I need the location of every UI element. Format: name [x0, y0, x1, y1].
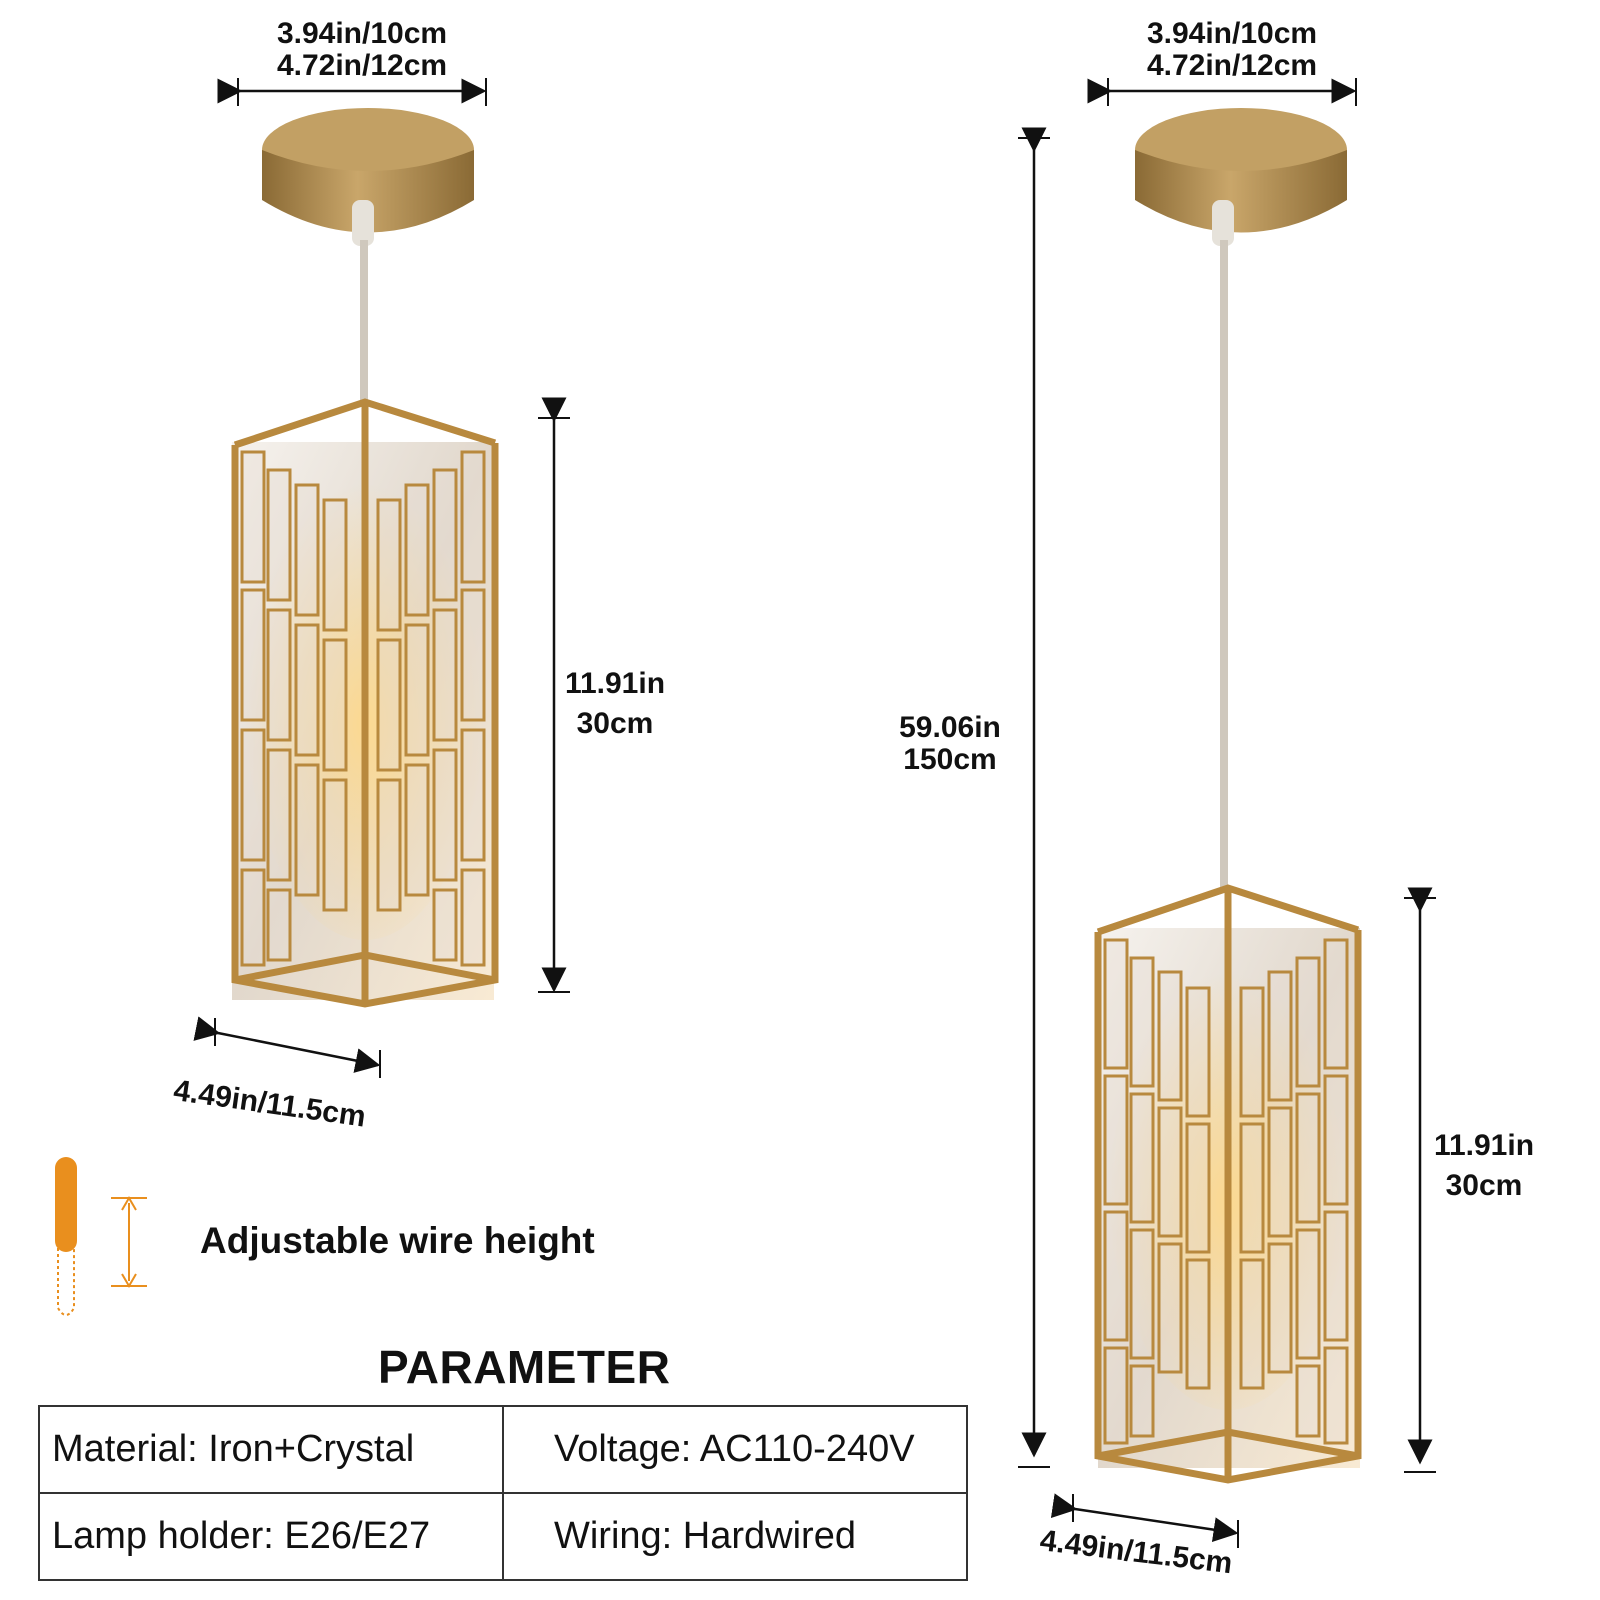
left-canopy-body — [262, 150, 474, 233]
left-top-width-label: 3.94in/10cm 4.72in/12cm — [262, 18, 462, 82]
table-row: Material: Iron+Crystal Voltage: AC110-24… — [38, 1405, 968, 1494]
left-lamp — [193, 78, 570, 1078]
param-material: Material: Iron+Crystal — [38, 1405, 504, 1494]
left-base-width-line — [193, 1016, 381, 1073]
right-crystal-shade — [1094, 884, 1362, 1484]
left-top-width-label-2: 4.72in/12cm — [276, 49, 448, 82]
right-base-width-line — [1050, 1493, 1239, 1543]
right-height-label: 11.91in 30cm — [1424, 1130, 1544, 1202]
param-wiring: Wiring: Hardwired — [502, 1492, 968, 1581]
right-top-width-label: 3.94in/10cm 4.72in/12cm — [1132, 18, 1332, 82]
adjustable-wire-label: Adjustable wire height — [200, 1220, 595, 1261]
param-lamp-holder: Lamp holder: E26/E27 — [38, 1492, 504, 1581]
right-height-label-1: 11.91in — [1433, 1129, 1535, 1162]
left-height-label-2: 30cm — [576, 707, 654, 740]
left-top-width-label-1: 3.94in/10cm — [276, 17, 448, 50]
right-total-height-label-1: 59.06in — [899, 711, 1001, 744]
right-cord-grip — [1212, 200, 1234, 246]
param-voltage: Voltage: AC110-240V — [502, 1405, 968, 1494]
left-cord-grip — [352, 200, 374, 246]
table-row: Lamp holder: E26/E27 Wiring: Hardwired — [38, 1492, 968, 1581]
left-crystal-shade — [231, 398, 499, 1008]
left-height-label-1: 11.91in — [564, 667, 666, 700]
right-canopy-body — [1135, 150, 1347, 233]
right-top-width-label-2: 4.72in/12cm — [1146, 49, 1318, 82]
right-top-width-label-1: 3.94in/10cm — [1146, 17, 1318, 50]
right-height-label-2: 30cm — [1445, 1169, 1523, 1202]
right-total-height-label: 59.06in 150cm — [890, 712, 1010, 776]
adjustable-wire-icon — [55, 1157, 147, 1316]
left-height-label: 11.91in 30cm — [560, 668, 670, 740]
right-total-height-label-2: 150cm — [903, 743, 997, 776]
right-lamp — [1018, 78, 1436, 1548]
parameter-table: Material: Iron+Crystal Voltage: AC110-24… — [38, 1405, 968, 1581]
parameter-title: PARAMETER — [378, 1341, 671, 1393]
